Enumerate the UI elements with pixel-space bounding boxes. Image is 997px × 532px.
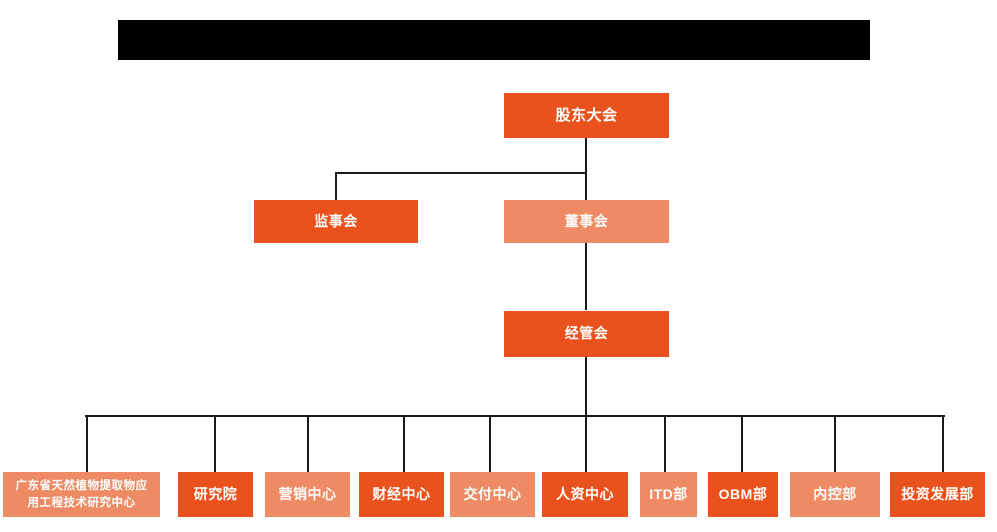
node-obm-dept[interactable]: OBM部 (708, 472, 778, 517)
node-itd-dept[interactable]: ITD部 (640, 472, 697, 517)
node-obm-dept-label: OBM部 (718, 485, 768, 502)
connector-drop-delivery-center (489, 415, 491, 472)
connector-level4-bus (85, 415, 945, 417)
connector-drop-hr-center (585, 415, 587, 472)
connector-level1-bus (335, 172, 587, 174)
node-marketing-center-label: 营销中心 (278, 485, 337, 502)
connector-drop-itd-dept (664, 415, 666, 472)
node-marketing-center[interactable]: 营销中心 (265, 472, 350, 517)
node-investment-dev-dept[interactable]: 投资发展部 (890, 472, 985, 517)
node-institute-label: 研究院 (193, 485, 238, 502)
connector-drop-finance-center (403, 415, 405, 472)
node-finance-center-label: 财经中心 (372, 485, 431, 502)
node-board[interactable]: 董事会 (504, 200, 669, 243)
node-finance-center[interactable]: 财经中心 (359, 472, 444, 517)
node-shareholders-label: 股东大会 (555, 106, 618, 124)
node-supervisors-label: 监事会 (314, 212, 358, 229)
connector-drop-internal-control-dept (834, 415, 836, 472)
node-delivery-center[interactable]: 交付中心 (450, 472, 535, 517)
node-internal-control-dept-label: 内控部 (813, 485, 857, 502)
connector-board-to-management (585, 243, 587, 310)
node-hr-center[interactable]: 人资中心 (542, 472, 628, 517)
connector-drop-supervisors (335, 172, 337, 200)
redacted-title-banner (118, 20, 870, 60)
connector-drop-investment-dev-dept (942, 415, 944, 472)
node-shareholders[interactable]: 股东大会 (504, 93, 669, 138)
node-management-label: 经管会 (564, 325, 609, 342)
node-itd-dept-label: ITD部 (649, 485, 688, 502)
node-research-center[interactable]: 广东省天然植物提取物应 用工程技术研究中心 (3, 472, 160, 517)
node-internal-control-dept[interactable]: 内控部 (790, 472, 880, 517)
node-supervisors[interactable]: 监事会 (254, 200, 418, 243)
node-institute[interactable]: 研究院 (178, 472, 253, 517)
connector-drop-institute (214, 415, 216, 472)
node-management[interactable]: 经管会 (504, 311, 669, 357)
node-board-label: 董事会 (564, 212, 609, 229)
connector-drop-obm-dept (741, 415, 743, 472)
connector-management-stem (585, 357, 587, 417)
connector-drop-board (585, 172, 587, 200)
connector-drop-research-center (86, 415, 88, 472)
node-hr-center-label: 人资中心 (556, 485, 614, 502)
node-delivery-center-label: 交付中心 (463, 485, 522, 502)
connector-shareholders-stem (585, 138, 587, 173)
connector-drop-marketing-center (307, 415, 309, 472)
node-investment-dev-dept-label: 投资发展部 (901, 485, 974, 502)
node-research-center-label: 广东省天然植物提取物应 用工程技术研究中心 (15, 479, 148, 509)
